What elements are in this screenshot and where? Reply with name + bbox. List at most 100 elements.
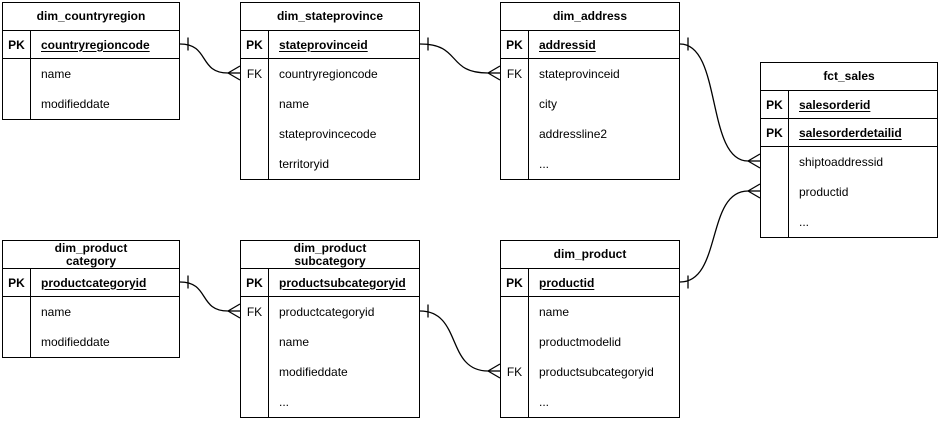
attribute-name: salesorderdetailid (799, 125, 902, 140)
attribute-name: productmodelid (539, 335, 622, 349)
key-label: PK (501, 31, 529, 58)
key-label (241, 387, 269, 417)
attribute-name: stateprovincecode (279, 127, 377, 141)
attribute-name: name (41, 305, 72, 319)
attribute-row: productmodelid (501, 327, 679, 357)
attribute-row: FK stateprovinceid (501, 59, 679, 89)
attribute-name: shiptoaddressid (799, 155, 884, 169)
key-label (501, 119, 529, 149)
attribute-name: productcategoryid (279, 305, 375, 319)
attribute-row: PK productid (501, 269, 679, 297)
attribute-name: city (539, 97, 557, 111)
attribute-row: FK productsubcategoryid (501, 357, 679, 387)
key-label (241, 327, 269, 357)
attribute-name: name (41, 67, 72, 81)
key-label (241, 119, 269, 149)
key-label: PK (3, 269, 31, 296)
attribute-row: name (241, 89, 419, 119)
key-label (501, 387, 529, 417)
attribute-row: ... (241, 387, 419, 417)
key-label (761, 177, 789, 207)
attribute-row: FK productcategoryid (241, 297, 419, 327)
attribute-row: PK productsubcategoryid (241, 269, 419, 297)
attribute-row: addressline2 (501, 119, 679, 149)
key-label (3, 297, 31, 327)
key-label: FK (501, 59, 529, 89)
attribute-row: city (501, 89, 679, 119)
entity-title: dim_countryregion (3, 3, 179, 31)
attribute-name: stateprovinceid (539, 67, 620, 81)
entity-title: dim_product (501, 241, 679, 269)
attribute-name: ... (799, 215, 810, 229)
attribute-row: territoryid (241, 149, 419, 179)
key-label (501, 89, 529, 119)
key-label: FK (241, 297, 269, 327)
relationship-category-to-subcategory (179, 275, 241, 319)
key-label (761, 147, 789, 177)
attribute-row: ... (501, 387, 679, 417)
attribute-name: ... (539, 157, 550, 171)
attribute-name: stateprovinceid (279, 37, 368, 52)
attribute-row: ... (501, 149, 679, 179)
attribute-name: name (279, 335, 310, 349)
relationship-subcategory-to-product (419, 304, 501, 379)
attribute-name: ... (279, 395, 290, 409)
attribute-row: modifieddate (3, 89, 179, 119)
attribute-row: productid (761, 177, 937, 207)
key-label: FK (241, 59, 269, 89)
relationship-address-to-fctsales (679, 37, 761, 169)
attribute-row: ... (761, 207, 937, 237)
attribute-name: ... (539, 395, 550, 409)
attribute-row: name (501, 297, 679, 327)
key-label: PK (761, 119, 789, 146)
key-label (3, 89, 31, 119)
key-label (3, 59, 31, 89)
key-label: PK (501, 269, 529, 296)
attribute-name: productsubcategoryid (539, 365, 654, 379)
attribute-name: salesorderid (799, 97, 871, 112)
key-label (241, 89, 269, 119)
attribute-name: modifieddate (279, 365, 348, 379)
attribute-name: countryregioncode (41, 37, 150, 52)
relationship-countryregion-to-stateprovince (179, 37, 241, 81)
attribute-row: stateprovincecode (241, 119, 419, 149)
attribute-row: PK productcategoryid (3, 269, 179, 297)
attribute-name: name (279, 97, 310, 111)
attribute-name: addressid (539, 37, 596, 52)
relationship-product-to-fctsales (679, 183, 761, 289)
key-label (501, 149, 529, 179)
attribute-name: territoryid (279, 157, 330, 171)
key-label (3, 327, 31, 357)
attribute-name: countryregioncode (279, 67, 378, 81)
attribute-row: FK countryregioncode (241, 59, 419, 89)
entity-title: dim_product subcategory (241, 241, 419, 269)
key-label: PK (3, 31, 31, 58)
attribute-name: productsubcategoryid (279, 275, 406, 290)
attribute-row: name (3, 297, 179, 327)
attribute-row: PK salesorderid (761, 91, 937, 119)
attribute-name: name (539, 305, 570, 319)
entity-title: dim_stateprovince (241, 3, 419, 31)
attribute-name: productcategoryid (41, 275, 147, 290)
attribute-row: PK salesorderdetailid (761, 119, 937, 147)
attribute-row: PK addressid (501, 31, 679, 59)
key-label: PK (761, 91, 789, 118)
key-label: PK (241, 269, 269, 296)
attribute-row: name (3, 59, 179, 89)
relationship-stateprovince-to-address (419, 37, 501, 81)
attribute-name: productid (539, 275, 595, 290)
entity-title: dim_address (501, 3, 679, 31)
key-label: FK (501, 357, 529, 387)
entity-title: dim_product category (3, 241, 179, 269)
attribute-name: modifieddate (41, 97, 110, 111)
attribute-row: modifieddate (3, 327, 179, 357)
